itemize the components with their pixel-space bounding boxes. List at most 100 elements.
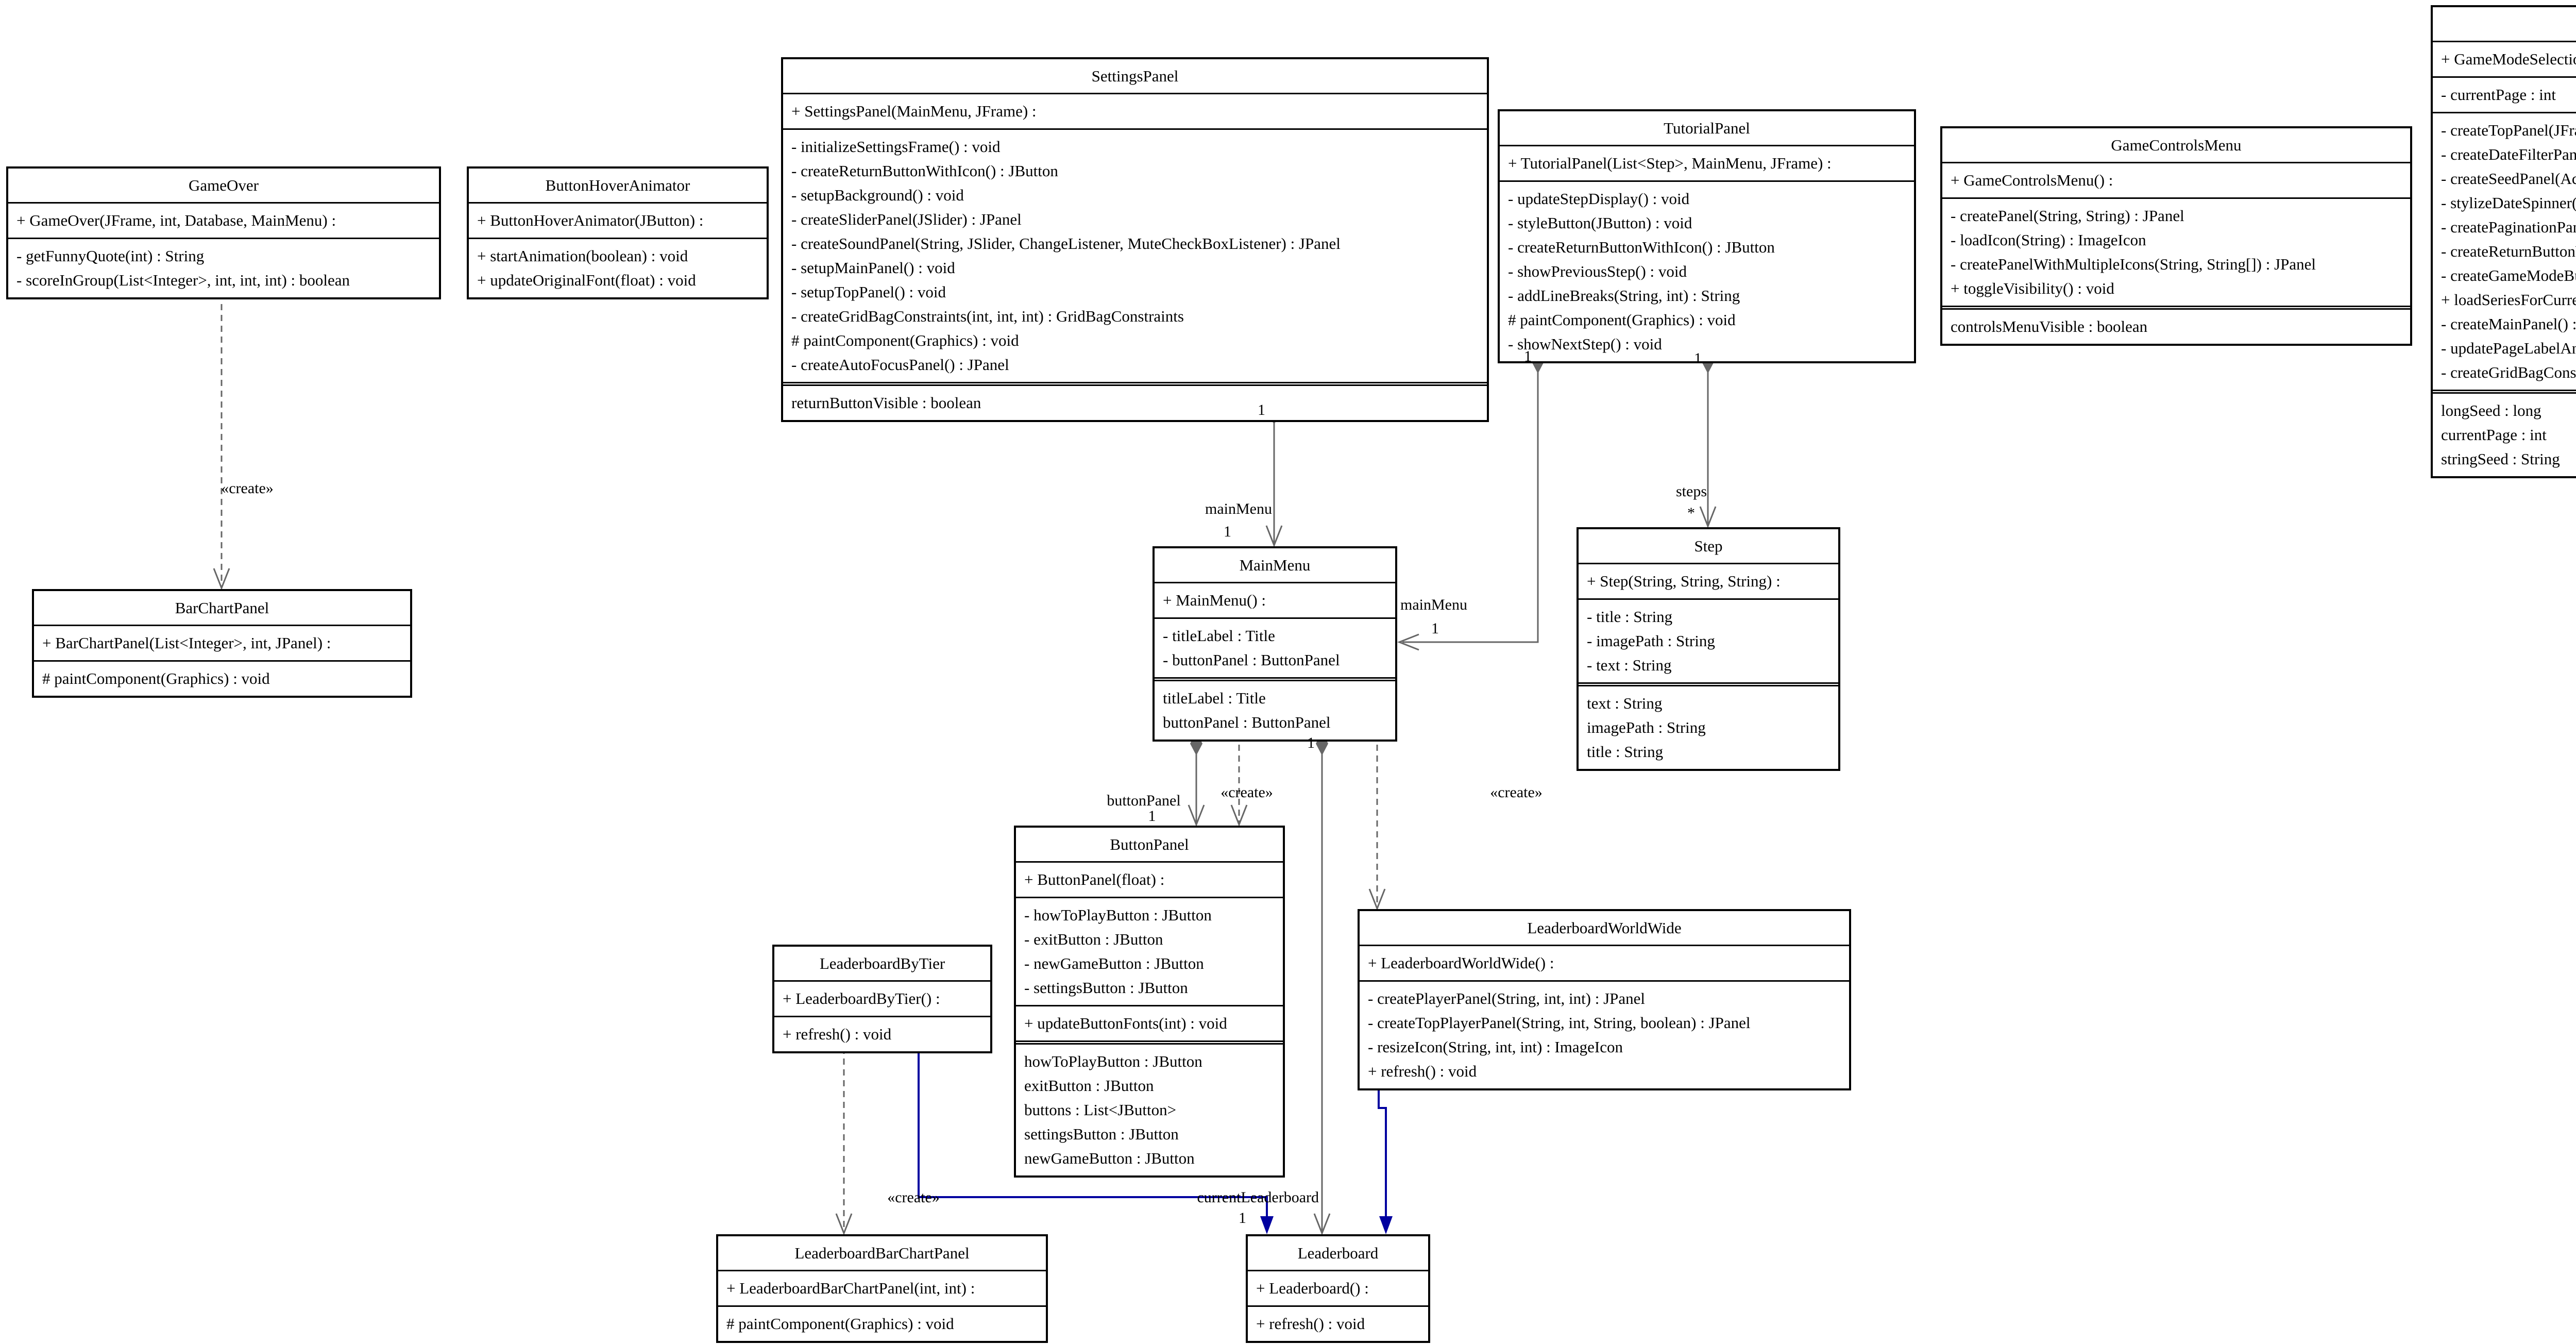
compartment-constructors: + LeaderboardWorldWide() : [1360, 945, 1849, 980]
edge-mainmenu-buttonpanel-create [1230, 734, 1248, 827]
edge-label-role-mainmenu: mainMenu [1400, 596, 1467, 613]
member-line: + refresh() : void [1256, 1315, 1365, 1333]
compartment-constructors: + LeaderboardByTier() : [774, 980, 990, 1016]
member-line: - createPanelWithMultipleIcons(String, S… [1951, 255, 2316, 273]
member-line: - initializeSettingsFrame() : void [791, 138, 1001, 156]
member-line: - createSoundPanel(String, JSlider, Chan… [791, 234, 1341, 253]
compartment-methods: # paintComponent(Graphics) : void [718, 1305, 1046, 1341]
member-line: currentPage : int [2441, 426, 2547, 444]
member-line: - getFunnyQuote(int) : String [16, 247, 205, 265]
class-title: LeaderboardByTier [819, 954, 945, 972]
member-line: - newGameButton : JButton [1024, 954, 1204, 972]
member-line: + SettingsPanel(MainMenu, JFrame) : [791, 102, 1037, 120]
compartment-methods: - createPanel(String, String) : JPanel- … [1942, 197, 2410, 306]
class-title: LeaderboardBarChartPanel [794, 1244, 970, 1262]
class-gameover: GameOver + GameOver(JFrame, int, Databas… [6, 166, 441, 299]
edge-label-role-currentleaderboard: currentLeaderboard [1197, 1189, 1319, 1206]
class-leaderboardworldwide: LeaderboardWorldWide + LeaderboardWorldW… [1358, 909, 1851, 1090]
member-line: - setupMainPanel() : void [791, 259, 955, 277]
compartment-methods: # paintComponent(Graphics) : void [34, 660, 410, 696]
class-title: BarChartPanel [175, 599, 269, 617]
member-line: + ButtonHoverAnimator(JButton) : [477, 211, 704, 229]
compartment-constructors: + GameModeSelectionPanel(ActionListener,… [2433, 41, 2576, 76]
member-line: - howToPlayButton : JButton [1024, 906, 1212, 924]
member-line: - styleButton(JButton) : void [1508, 214, 1692, 232]
compartment-methods: - updateStepDisplay() : void - styleButto… [1500, 180, 1914, 361]
class-mainmenu: MainMenu + MainMenu() : - titleLabel : T… [1153, 546, 1397, 742]
edge-label-multiplicity: 1 [1148, 808, 1156, 825]
member-line: - scoreInGroup(List<Integer>, int, int, … [16, 271, 350, 289]
compartment-attributes: - howToPlayButton : JButton- exitButton … [1016, 897, 1283, 1005]
compartment-constructors: + GameControlsMenu() : [1942, 162, 2410, 197]
member-line: - currentPage : int [2441, 86, 2556, 104]
edge-leaderboardbytier-leaderboard [918, 1048, 1274, 1234]
class-step: Step + Step(String, String, String) : - … [1577, 527, 1840, 771]
member-line: - loadIcon(String) : ImageIcon [1951, 231, 2146, 249]
member-line: + TutorialPanel(List<Step>, MainMenu, JF… [1508, 154, 1832, 172]
compartment-constructors: + ButtonPanel(float) : [1016, 861, 1283, 897]
member-line: longSeed : long [2441, 401, 2541, 419]
member-line: - createSliderPanel(JSlider) : JPanel [791, 210, 1022, 228]
class-buttonpanel: ButtonPanel + ButtonPanel(float) : - how… [1014, 826, 1285, 1178]
class-settingspanel: SettingsPanel + SettingsPanel(MainMenu, … [781, 57, 1489, 422]
member-line: - setupTopPanel() : void [791, 283, 946, 301]
member-line: + ButtonPanel(float) : [1024, 870, 1165, 888]
class-title: SettingsPanel [1091, 67, 1179, 85]
compartment-constructors: + TutorialPanel(List<Step>, MainMenu, JF… [1500, 145, 1914, 180]
class-title: LeaderboardWorldWide [1527, 919, 1682, 937]
class-title: MainMenu [1239, 556, 1311, 574]
edge-label-multiplicity: 1 [1258, 401, 1265, 418]
member-line: + GameControlsMenu() : [1951, 171, 2113, 189]
member-line: + GameModeSelectionPanel(ActionListener,… [2441, 50, 2576, 68]
member-line: - setupBackground() : void [791, 186, 964, 204]
member-line: - createPaginationPanel() : JPanel [2441, 218, 2576, 236]
member-line: - createSeedPanel(ActionListener) : JPan… [2441, 170, 2576, 188]
compartment-methods: + updateButtonFonts(int) : void [1016, 1005, 1283, 1040]
edge-label-role-steps: steps [1676, 483, 1707, 500]
member-line: + refresh() : void [783, 1025, 892, 1043]
compartment-constructors: + MainMenu() : [1155, 582, 1395, 617]
compartment-methods: + refresh() : void [1248, 1305, 1428, 1341]
member-line: exitButton : JButton [1024, 1077, 1154, 1095]
edge-leaderboardbytier-barchart-create [835, 1048, 853, 1236]
class-title: GameControlsMenu [2111, 136, 2242, 154]
compartment-attributes: - title : String- imagePath : String- te… [1579, 598, 1838, 682]
member-line: + startAnimation(boolean) : void [477, 247, 688, 265]
member-line: # paintComponent(Graphics) : void [726, 1315, 954, 1333]
edge-label-multiplicity: 1 [1307, 734, 1315, 751]
class-title: Leaderboard [1297, 1244, 1379, 1262]
member-line: - createPlayerPanel(String, int, int) : … [1368, 989, 1646, 1007]
edge-label-create-gameover: «create» [221, 480, 274, 497]
member-line: - createReturnButtonWithIcon(JFrame, Mai… [2441, 242, 2576, 260]
compartment-constructors: + LeaderboardBarChartPanel(int, int) : [718, 1270, 1046, 1305]
member-line: - createGameModeButton(String, ActionLis… [2441, 266, 2576, 284]
member-line: + LeaderboardBarChartPanel(int, int) : [726, 1279, 975, 1297]
compartment-methods: - createTopPanel(JFrame, MainMenu) : JPa… [2433, 112, 2576, 390]
class-gamecontrolsmenu: GameControlsMenu + GameControlsMenu() : … [1940, 126, 2412, 346]
member-line: buttons : List<JButton> [1024, 1101, 1177, 1119]
class-title: ButtonPanel [1110, 835, 1189, 853]
class-leaderboardbytier: LeaderboardByTier + LeaderboardByTier() … [772, 945, 992, 1053]
member-line: imagePath : String [1587, 718, 1706, 736]
member-line: + refresh() : void [1368, 1062, 1477, 1080]
edge-label-create-buttonpanel: «create» [1221, 784, 1273, 801]
class-gamemodeselectionpanel: GameModeSelectionPanel + GameModeSelecti… [2431, 5, 2576, 478]
member-line: title : String [1587, 743, 1664, 761]
edge-label-multiplicity: 1 [1239, 1209, 1246, 1227]
member-line: - createTopPlayerPanel(String, int, Stri… [1368, 1014, 1751, 1032]
member-line: - text : String [1587, 656, 1672, 674]
edge-label-multiplicity: 1 [1694, 350, 1702, 367]
member-line: + Step(String, String, String) : [1587, 572, 1781, 590]
member-line: + LeaderboardByTier() : [783, 989, 940, 1007]
compartment-attributes: - currentPage : int [2433, 76, 2576, 112]
member-line: + GameOver(JFrame, int, Database, MainMe… [16, 211, 336, 229]
member-line: + updateOriginalFont(float) : void [477, 271, 696, 289]
member-line: - updateStepDisplay() : void [1508, 190, 1690, 208]
member-line: controlsMenuVisible : boolean [1951, 317, 2148, 335]
edge-leaderboardworldwide-leaderboard [1378, 1082, 1393, 1234]
compartment-fields: controlsMenuVisible : boolean [1942, 306, 2410, 344]
